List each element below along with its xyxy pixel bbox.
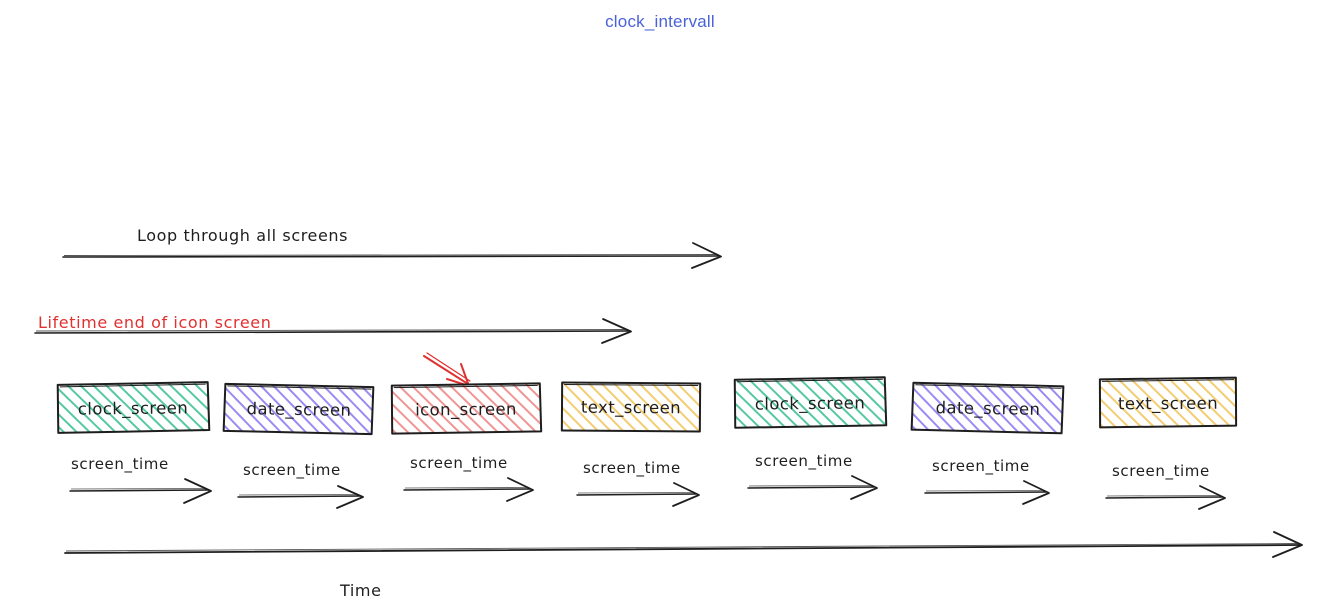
time-axis-label: Time — [340, 581, 382, 600]
screen-time-label-5: screen_time — [755, 452, 853, 470]
screen-box-3[interactable] — [390, 382, 543, 435]
screen-time-arrow-5 — [747, 475, 878, 500]
screen-box-1[interactable] — [56, 381, 211, 434]
screen-time-arrow-2 — [237, 485, 364, 509]
screen-time-arrow-3 — [403, 477, 534, 502]
screen-box-label-7: text_screen — [1100, 379, 1236, 428]
screen-time-label-6: screen_time — [932, 457, 1030, 475]
screen-time-arrow-4 — [576, 482, 700, 507]
screen-label: text_screen — [1117, 393, 1219, 413]
time-axis-arrow — [64, 531, 1303, 558]
screen-label: text_screen — [580, 397, 682, 417]
screen-time-label-2: screen_time — [243, 461, 341, 479]
lifetime-annotation-label: Lifetime end of icon screen — [38, 313, 272, 332]
screen-box-6[interactable] — [910, 381, 1065, 435]
screen-box-4[interactable] — [560, 381, 702, 433]
screen-label: date_screen — [246, 398, 352, 420]
screen-box-label-1: clock_screen — [58, 383, 209, 433]
screen-box-label-6: date_screen — [913, 383, 1064, 434]
screen-time-arrow-6 — [924, 480, 1050, 505]
screen-time-arrow-1 — [69, 478, 212, 504]
screen-box-7[interactable] — [1098, 376, 1238, 429]
screen-time-label-1: screen_time — [71, 455, 169, 473]
screen-box-label-3: icon_screen — [392, 384, 540, 433]
screen-box-label-5: clock_screen — [735, 378, 885, 428]
screen-time-arrow-7 — [1105, 485, 1226, 510]
screen-box-label-4: text_screen — [562, 383, 700, 432]
loop-annotation-label: Loop through all screens — [137, 226, 349, 245]
screen-label: clock_screen — [754, 392, 866, 414]
screen-time-label-3: screen_time — [410, 454, 508, 472]
screen-label: clock_screen — [77, 397, 189, 419]
loop-arrow — [62, 242, 722, 269]
screen-time-label-4: screen_time — [583, 459, 681, 477]
screen-box-label-2: date_screen — [225, 384, 374, 434]
page-title: clock_intervall — [605, 12, 715, 31]
screen-label: icon_screen — [415, 399, 517, 419]
red-arrow-pointer — [423, 352, 471, 387]
screen-time-label-7: screen_time — [1112, 462, 1210, 480]
lifetime-arrow — [34, 318, 632, 344]
screen-label: date_screen — [935, 397, 1041, 419]
screen-box-5[interactable] — [733, 376, 888, 429]
screen-box-2[interactable] — [222, 382, 375, 436]
